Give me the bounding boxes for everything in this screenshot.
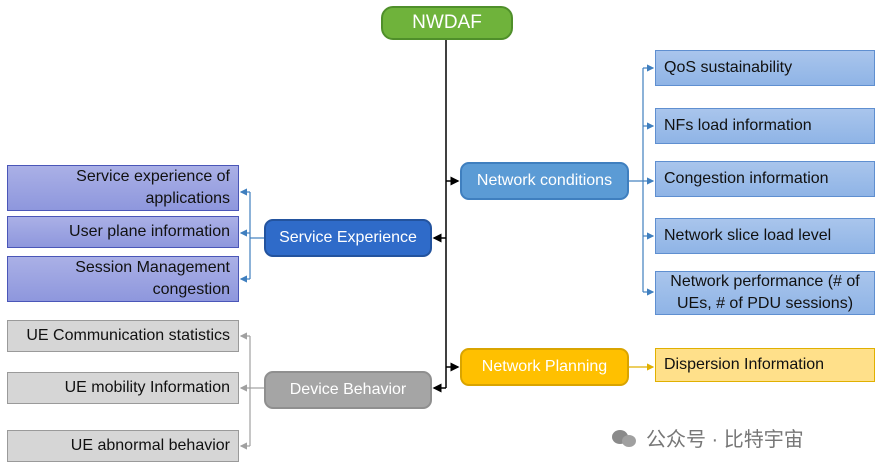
service-experience-node: Service Experience <box>264 219 432 257</box>
ue-abnormal-behavior-node: UE abnormal behavior <box>7 430 239 462</box>
congestion-information-node: Congestion information <box>655 161 875 197</box>
network-planning-node: Network Planning <box>460 348 629 386</box>
device-behavior-node: Device Behavior <box>264 371 432 409</box>
session-management-congestion-node: Session Management congestion <box>7 256 239 302</box>
network-slice-load-level-node: Network slice load level <box>655 218 875 254</box>
user-plane-information-node: User plane information <box>7 216 239 248</box>
watermark: 公众号 · 比特宇宙 <box>612 423 804 452</box>
qos-sustainability-node: QoS sustainability <box>655 50 875 86</box>
ue-mobility-information-node: UE mobility Information <box>7 372 239 404</box>
watermark-text: 公众号 · 比特宇宙 <box>646 429 804 451</box>
nfs-load-information-node: NFs load information <box>655 108 875 144</box>
dispersion-information-node: Dispersion Information <box>655 348 875 382</box>
network-conditions-node: Network conditions <box>460 162 629 200</box>
service-experience-of-applications-node: Service experience of applications <box>7 165 239 211</box>
network-performance-node: Network performance (# of UEs, # of PDU … <box>655 271 875 315</box>
ue-communication-statistics-node: UE Communication statistics <box>7 320 239 352</box>
nwdaf-root-node: NWDAF <box>381 6 513 40</box>
wechat-icon <box>612 428 638 448</box>
